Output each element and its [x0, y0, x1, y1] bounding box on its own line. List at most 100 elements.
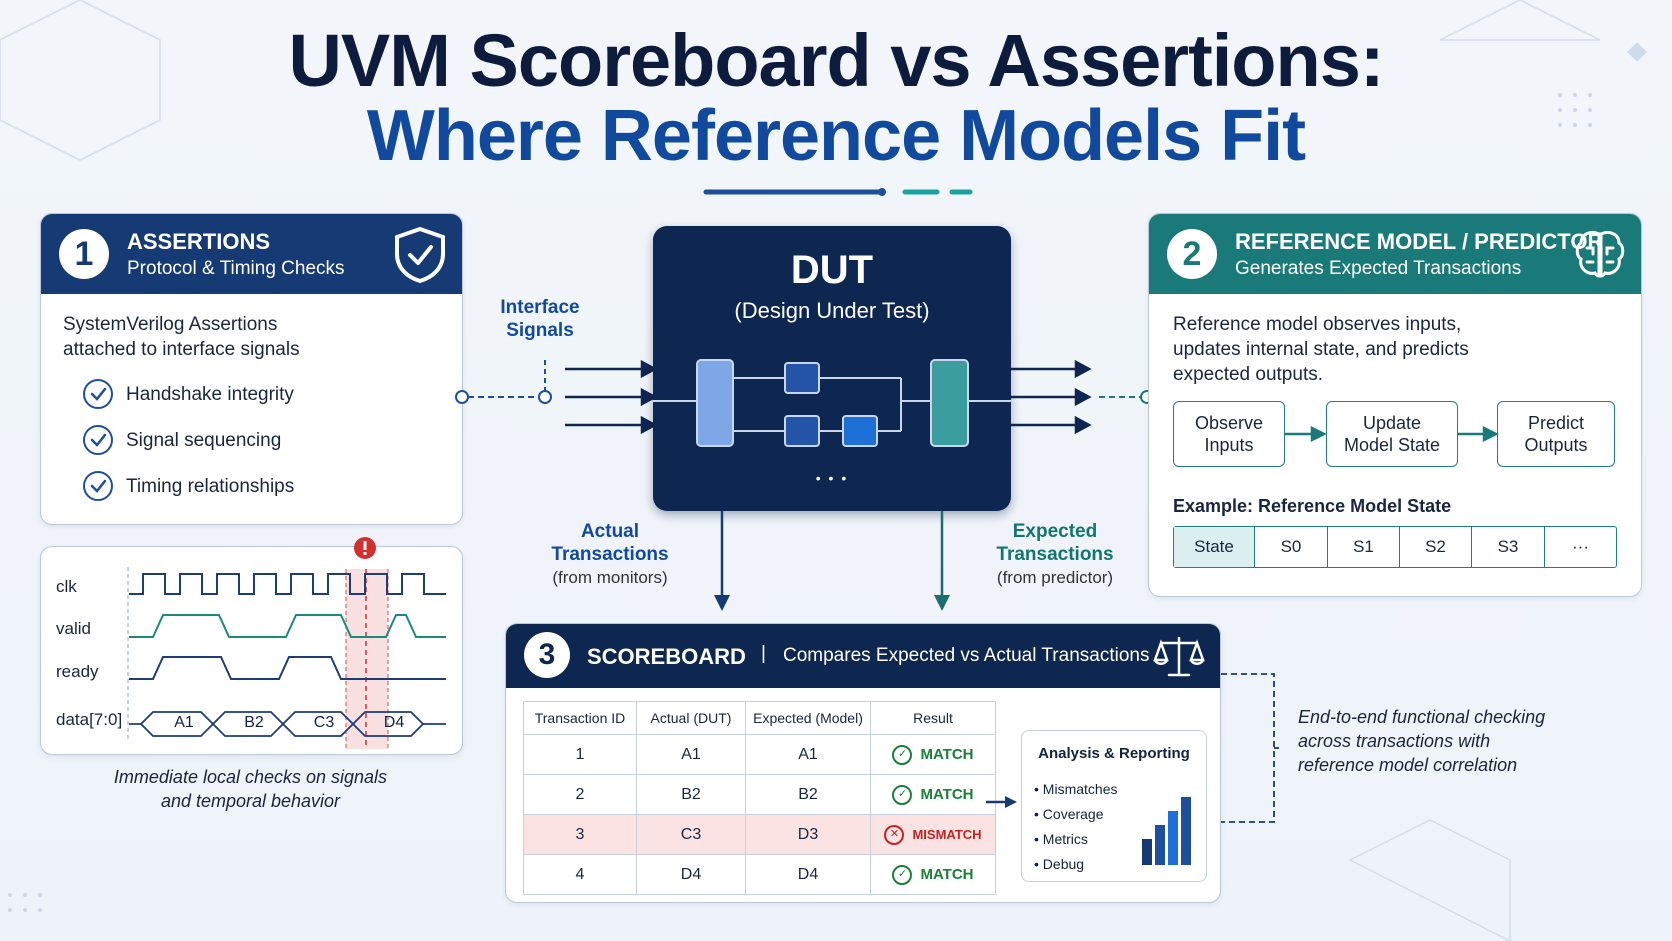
table-row: 4 D4 D4 ✓MATCH: [523, 854, 996, 895]
x-circle-icon: ✕: [884, 824, 905, 845]
step-line: Outputs: [1524, 435, 1588, 455]
check-circle-icon: ✓: [892, 784, 913, 805]
signal-label-valid: valid: [56, 619, 91, 638]
data-value: B2: [244, 714, 264, 731]
dut-input-arrows: [565, 359, 658, 435]
reference-model-desc-line1: Reference model observes inputs,: [1173, 314, 1462, 335]
reference-model-header: 2 REFERENCE MODEL / PREDICTOR Generates …: [1149, 214, 1641, 294]
scoreboard-subtitle: Compares Expected vs Actual Transactions: [783, 645, 1150, 666]
state-cell: S2: [1400, 527, 1472, 567]
assertions-desc-line2: attached to interface signals: [63, 339, 300, 360]
result-text: MATCH: [920, 865, 974, 883]
step-line: Predict: [1527, 413, 1584, 433]
check-circle-icon: [83, 471, 113, 501]
waveform-panel: clk valid ready data[7:0] A1 B2 C3 D4: [40, 546, 463, 755]
example-state-title: Example: Reference Model State: [1173, 496, 1452, 516]
step-flow-arrows: [1285, 425, 1499, 443]
analysis-list: • Mismatches • Coverage • Metrics • Debu…: [1034, 777, 1117, 877]
analysis-item: • Mismatches: [1034, 781, 1118, 797]
analysis-item: • Coverage: [1034, 806, 1104, 822]
expected-transactions-label: Expected Transactions (from predictor): [975, 520, 1135, 589]
main-title-line1: UVM Scoreboard vs Assertions:: [288, 19, 1384, 102]
cell-result: ✓ MATCH: [870, 854, 996, 895]
state-cell-header: State: [1174, 527, 1255, 567]
exclamation-icon: [354, 537, 376, 559]
cell-expected: D4: [745, 854, 871, 895]
actual-line2: Transactions: [551, 544, 669, 565]
analysis-reporting-box: Analysis & Reporting • Mismatches • Cove…: [1021, 730, 1207, 882]
scoreboard-title: SCOREBOARD: [587, 644, 746, 669]
brain-icon: [1575, 230, 1625, 278]
actual-transactions-label: Actual Transactions (from monitors): [535, 520, 685, 589]
col-header: Expected (Model): [745, 701, 871, 735]
check-circle-icon: ✓: [892, 864, 913, 885]
step-line: Model State: [1343, 435, 1441, 455]
actual-line3: (from monitors): [552, 568, 668, 587]
result-text: MATCH: [920, 785, 974, 803]
data-value: C3: [313, 714, 335, 731]
end-to-end-line2: across transactions with: [1298, 731, 1491, 751]
reference-model-desc-line3: expected outputs.: [1173, 364, 1323, 385]
scoreboard-panel: 3 SCOREBOARD | Compares Expected vs Actu…: [505, 623, 1221, 903]
cell-result: ✕ MISMATCH: [870, 814, 996, 855]
analysis-title: Analysis & Reporting: [1038, 745, 1190, 762]
end-to-end-bracket: [1221, 673, 1279, 823]
result-text: MISMATCH: [912, 826, 982, 842]
reference-model-panel: 2 REFERENCE MODEL / PREDICTOR Generates …: [1148, 213, 1642, 597]
state-cell: S0: [1255, 527, 1328, 567]
analysis-arrow: [986, 796, 1017, 808]
shield-check-icon: [395, 226, 445, 284]
cell-actual: D4: [636, 854, 746, 895]
scoreboard-header: 3 SCOREBOARD | Compares Expected vs Actu…: [506, 624, 1220, 688]
check-item-timing: Timing relationships: [126, 476, 295, 497]
transaction-arrows: [714, 511, 950, 611]
cell-expected: D3: [745, 814, 871, 855]
dut-output-arrows: [1011, 359, 1154, 435]
waveform-caption-line2: and temporal behavior: [160, 791, 341, 811]
check-item-handshake: Handshake integrity: [126, 384, 294, 405]
check-item-sequencing: Signal sequencing: [126, 430, 282, 451]
col-header: Actual (DUT): [636, 701, 746, 735]
data-value: D4: [383, 714, 405, 731]
interface-label-line1: Interface: [500, 297, 580, 318]
data-value: A1: [174, 714, 194, 731]
analysis-item: • Debug: [1034, 856, 1085, 872]
state-table: State S0 S1 S2 S3 ···: [1173, 526, 1617, 568]
scoreboard-separator: |: [761, 643, 766, 664]
cell-result: ✓MATCH: [870, 734, 996, 775]
waveform-caption-line1: Immediate local checks on signals: [113, 767, 388, 787]
assertions-header: 1 ASSERTIONS Protocol & Timing Checks: [41, 214, 462, 294]
dut-block: DUT (Design Under Test) • • •: [653, 226, 1011, 511]
dut-title: DUT: [790, 248, 874, 292]
state-cell: S3: [1472, 527, 1545, 567]
signal-label-ready: ready: [56, 662, 99, 681]
table-row: 1 A1 A1 ✓MATCH: [523, 734, 996, 775]
cell-actual: B2: [636, 774, 746, 815]
interface-connector: [455, 360, 552, 404]
title-underline: [703, 188, 973, 196]
expected-line1: Expected: [1012, 521, 1098, 542]
end-to-end-line3: reference model correlation: [1298, 755, 1518, 775]
expected-line2: Transactions: [996, 544, 1114, 565]
cell-id: 2: [523, 774, 637, 815]
end-to-end-label: End-to-end functional checking across tr…: [1298, 705, 1545, 777]
cell-result: ✓ MATCH: [870, 774, 996, 815]
cell-actual: C3: [636, 814, 746, 855]
cell-expected: A1: [745, 734, 871, 775]
actual-line1: Actual: [580, 521, 640, 542]
assertions-title: ASSERTIONS: [127, 229, 271, 254]
check-circle-icon: [83, 379, 113, 409]
reference-model-title: REFERENCE MODEL / PREDICTOR: [1235, 229, 1604, 254]
scoreboard-number-badge: 3: [524, 632, 570, 678]
cell-id: 3: [523, 814, 637, 855]
col-header: Result: [870, 701, 996, 735]
step-line: Observe: [1194, 413, 1264, 433]
check-circle-icon: [83, 425, 113, 455]
cell-id: 1: [523, 734, 637, 775]
dut-internals: [653, 359, 1011, 447]
dut-subtitle: (Design Under Test): [734, 298, 930, 323]
cell-expected: B2: [745, 774, 871, 815]
